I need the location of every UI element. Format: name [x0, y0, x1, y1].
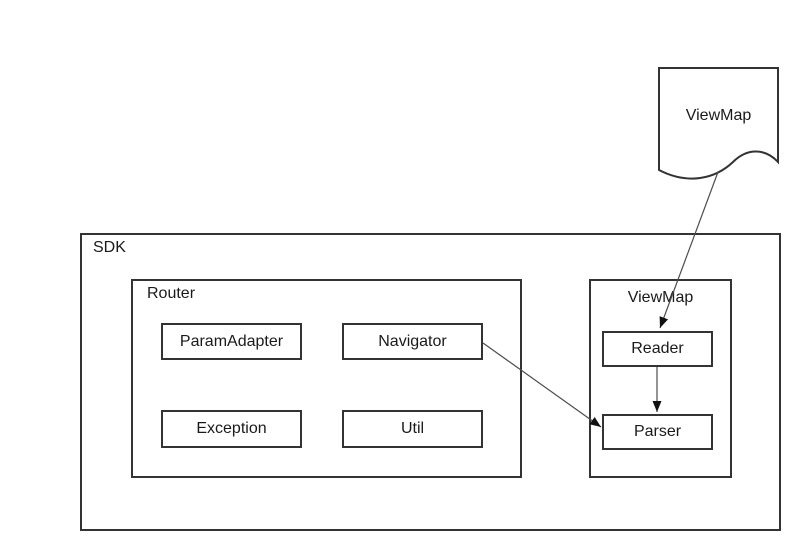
node-param-adapter: ParamAdapter [161, 323, 302, 360]
sdk-label: SDK [93, 239, 126, 256]
node-reader: Reader [602, 331, 713, 367]
node-util: Util [342, 410, 483, 448]
node-exception: Exception [161, 410, 302, 448]
viewmap-document-label: ViewMap [685, 107, 752, 124]
viewmap-module-label: ViewMap [627, 289, 694, 306]
sdk-container [80, 233, 781, 531]
router-label: Router [147, 285, 196, 302]
node-parser: Parser [602, 414, 713, 450]
node-navigator: Navigator [342, 323, 483, 360]
router-container [131, 279, 522, 478]
